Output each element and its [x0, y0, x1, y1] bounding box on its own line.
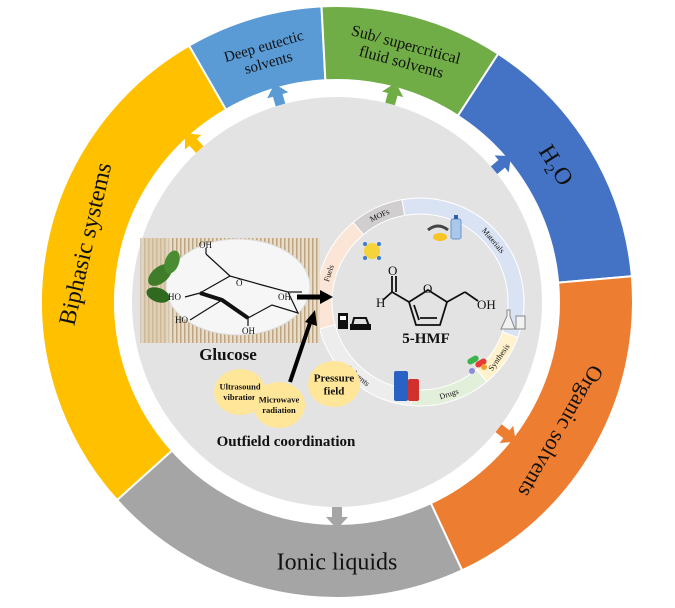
synthesis-flask-icon — [500, 309, 526, 330]
arrow-to-ionic-liquids — [326, 507, 348, 529]
materials-icon — [427, 215, 462, 241]
glucose-atom-oh-right: OH — [278, 292, 291, 302]
arrow-to-deep-eutectic — [267, 83, 289, 107]
ring-segment-biphasic-systems — [40, 44, 228, 502]
ring-label-line: Ionic liquids — [277, 549, 398, 575]
glucose-atom-oh-bottom: OH — [242, 326, 255, 336]
arrow-to-h2o — [490, 155, 511, 175]
reaction-arrow — [297, 290, 333, 304]
drugs-pills-icon — [467, 355, 487, 374]
glucose-structure — [184, 248, 302, 326]
car-icon — [350, 317, 371, 330]
outfield-method-label: Pressure — [314, 372, 355, 384]
arrows — [184, 82, 516, 529]
hmf-hydroxyl: OH — [477, 297, 496, 312]
hmf-aldehyde-h: H — [376, 295, 385, 310]
glucose-atom-ho-left: HO — [168, 292, 181, 302]
glucose-label: Glucose — [199, 345, 257, 364]
outfield-arrow — [288, 310, 317, 383]
outfield-method-bubble — [253, 382, 305, 428]
applications-ring: MOFsMaterialsSynthesisDrugsSolventsFuels — [315, 197, 525, 407]
hmf-core — [333, 215, 507, 389]
outfield-method-bubble — [214, 369, 266, 415]
glucose-atom-oh-top: OH — [199, 240, 212, 250]
solvent-barrels-icon — [394, 371, 419, 401]
hmf-structure — [382, 276, 479, 326]
outfield-method-label: field — [324, 385, 345, 397]
outfield-method-bubble — [308, 361, 360, 407]
hmf-aldehyde-o: O — [388, 263, 397, 278]
mof-icon — [363, 242, 381, 260]
arrow-to-biphasic-systems — [184, 133, 204, 154]
outfield-method-label: Ultrasound — [219, 382, 260, 392]
outfield-coordination-label: Outfield coordination — [217, 434, 356, 450]
leaf-icon — [146, 250, 180, 303]
hmf-label: 5-HMF — [402, 331, 449, 347]
hmf-ring-o: O — [423, 281, 432, 296]
ring-label-ionic-liquids: Ionic liquids — [277, 549, 398, 575]
outfield-method-label: vibration — [223, 392, 257, 402]
glucose-atom-ho-bottom: HO — [175, 315, 188, 325]
arrow-to-organic-solvents — [495, 424, 516, 444]
glucose-atom-ring-o: O — [236, 278, 243, 288]
fuel-pump-icon — [338, 313, 348, 329]
arrow-to-sub-supercritical — [382, 82, 404, 106]
outer-ring — [40, 5, 634, 599]
outfield-method-label: Microwave — [259, 395, 300, 405]
glucose-image: OH HO HO OH OH O — [140, 238, 320, 343]
outfield-method-label: radiation — [262, 405, 296, 415]
glucose-powder-dish — [165, 238, 311, 336]
